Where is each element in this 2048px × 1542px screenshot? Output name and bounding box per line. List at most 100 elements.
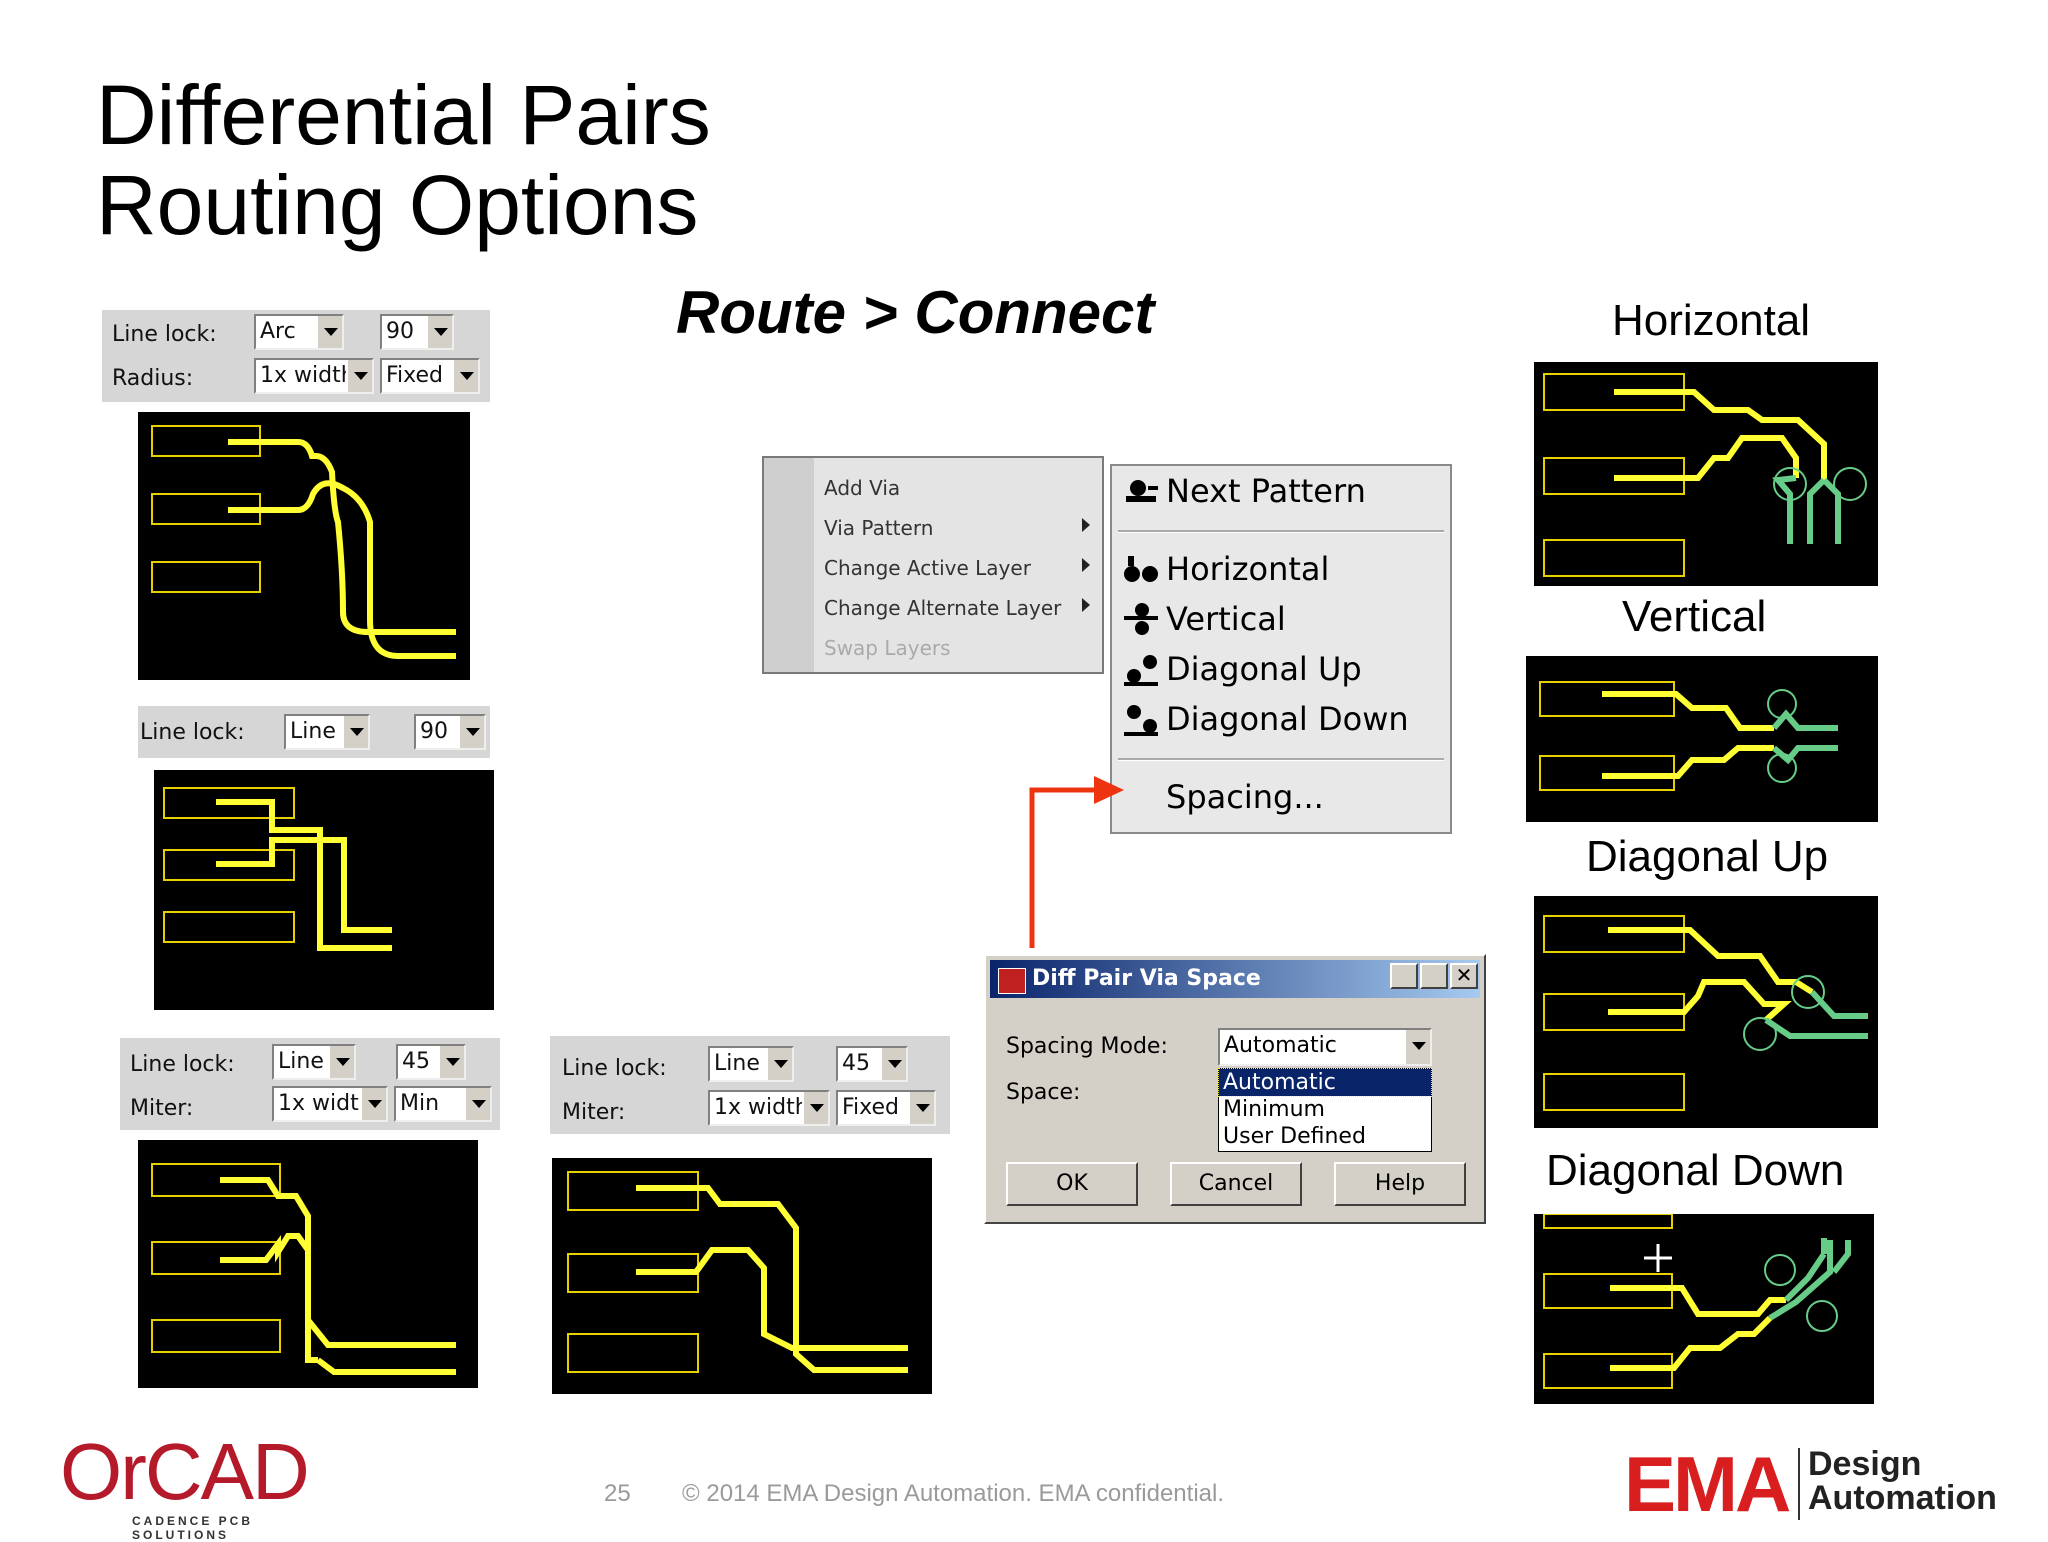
spacing-mode-select[interactable]: Automatic (1218, 1028, 1432, 1066)
chevron-down-icon[interactable] (328, 1046, 354, 1078)
via-pattern-submenu: Next Pattern Horizontal Vertical Diagona… (1110, 464, 1452, 834)
submenu-arrow-icon (1082, 598, 1090, 612)
next-pattern-icon (1122, 476, 1160, 512)
chevron-down-icon[interactable] (438, 1046, 464, 1078)
submenu-item-next-pattern[interactable]: Next Pattern (1166, 472, 1366, 510)
line-lock-select[interactable]: Line (284, 714, 370, 750)
option-automatic[interactable]: Automatic (1218, 1068, 1432, 1097)
pcb-view-line-45-min (138, 1140, 478, 1388)
chevron-down-icon[interactable] (464, 1088, 490, 1120)
vertical-pattern-icon (1122, 602, 1160, 638)
angle-select[interactable]: 45 (836, 1046, 908, 1082)
chevron-down-icon[interactable] (766, 1048, 792, 1080)
minimize-icon[interactable] (1390, 963, 1418, 989)
pattern-label-diagonal-up: Diagonal Up (1586, 832, 1829, 881)
menu-item-change-alternate-layer[interactable]: Change Alternate Layer (824, 596, 1062, 620)
chevron-down-icon[interactable] (346, 360, 372, 392)
menu-item-swap-layers: Swap Layers (824, 636, 951, 660)
ema-automation-text: Automation (1808, 1479, 1997, 1517)
chevron-down-icon[interactable] (802, 1092, 828, 1124)
ok-button[interactable]: OK (1006, 1162, 1138, 1206)
app-icon (998, 968, 1026, 994)
close-icon[interactable]: ✕ (1450, 963, 1478, 989)
toolbar-line-45-fixed: Line lock: Line 45 Miter: 1x width Fixed (550, 1036, 950, 1134)
horizontal-pattern-icon (1122, 552, 1160, 588)
submenu-item-horizontal[interactable]: Horizontal (1166, 550, 1330, 588)
chevron-down-icon[interactable] (908, 1092, 934, 1124)
miter-mode-select[interactable]: Min (394, 1086, 492, 1122)
ema-logo: EMA Design Automation (1624, 1444, 2028, 1524)
chevron-down-icon[interactable] (426, 316, 452, 348)
option-minimum[interactable]: Minimum (1223, 1097, 1325, 1122)
chevron-down-icon[interactable] (1404, 1030, 1430, 1064)
pattern-label-horizontal: Horizontal (1612, 296, 1811, 345)
space-label: Space: (1006, 1080, 1081, 1105)
toolbar-arc: Line lock: Arc 90 Radius: 1x width Fixed (102, 310, 490, 402)
dialog-title: Diff Pair Via Space (1032, 966, 1261, 991)
radius-mode-select[interactable]: Fixed (380, 358, 480, 394)
miter-select[interactable]: 1x width (272, 1086, 388, 1122)
line-lock-select[interactable]: Line (708, 1046, 794, 1082)
orcad-tagline: CADENCE PCB SOLUTIONS (132, 1514, 254, 1542)
menu-path-subtitle: Route > Connect (676, 279, 1155, 346)
line-lock-label: Line lock: (562, 1056, 667, 1081)
toolbar-line-45-min: Line lock: Line 45 Miter: 1x width Min (120, 1038, 500, 1130)
chevron-down-icon[interactable] (880, 1048, 906, 1080)
line-lock-label: Line lock: (130, 1052, 235, 1077)
slide-title: Differential Pairs Routing Options (96, 70, 711, 250)
chevron-down-icon[interactable] (360, 1088, 386, 1120)
page-number: 25 (604, 1480, 631, 1507)
chevron-down-icon[interactable] (458, 716, 484, 748)
pcb-view-line-90 (154, 770, 494, 1010)
title-line-1: Differential Pairs (96, 68, 711, 162)
angle-select[interactable]: 90 (380, 314, 454, 350)
help-button[interactable]: Help (1334, 1162, 1466, 1206)
radius-label: Radius: (112, 366, 194, 391)
ema-design-text: Design (1808, 1445, 1922, 1483)
pcb-view-horizontal (1534, 362, 1878, 586)
copyright-notice: © 2014 EMA Design Automation. EMA confid… (682, 1480, 1224, 1507)
diff-pair-via-space-dialog: Diff Pair Via Space ✕ Spacing Mode: Auto… (984, 954, 1486, 1224)
menu-item-via-pattern[interactable]: Via Pattern (824, 516, 934, 540)
pattern-label-diagonal-down: Diagonal Down (1546, 1146, 1845, 1195)
menu-separator (1118, 758, 1444, 761)
pcb-view-diagonal-up (1534, 896, 1878, 1128)
menu-item-add-via[interactable]: Add Via (824, 476, 901, 500)
submenu-item-diagonal-up[interactable]: Diagonal Up (1166, 650, 1362, 688)
pcb-view-line-45-fixed (552, 1158, 932, 1394)
cancel-button[interactable]: Cancel (1170, 1162, 1302, 1206)
chevron-down-icon[interactable] (316, 316, 342, 348)
miter-select[interactable]: 1x width (708, 1090, 830, 1126)
angle-select[interactable]: 90 (414, 714, 486, 750)
spacing-mode-dropdown-list: Automatic Minimum User Defined (1218, 1068, 1432, 1152)
maximize-icon[interactable] (1420, 963, 1448, 989)
chevron-down-icon[interactable] (342, 716, 368, 748)
title-line-2: Routing Options (96, 158, 699, 252)
orcad-logo: OrCAD CADENCE PCB SOLUTIONS (60, 1427, 350, 1542)
orcad-logo-text: OrCAD (60, 1427, 310, 1516)
spacing-mode-label: Spacing Mode: (1006, 1034, 1168, 1059)
submenu-item-spacing[interactable]: Spacing... (1166, 778, 1324, 816)
chevron-down-icon[interactable] (452, 360, 478, 392)
angle-select[interactable]: 45 (396, 1044, 466, 1080)
miter-mode-select[interactable]: Fixed (836, 1090, 936, 1126)
line-lock-select[interactable]: Line (272, 1044, 356, 1080)
diagonal-down-pattern-icon (1122, 702, 1160, 738)
option-user-defined[interactable]: User Defined (1223, 1124, 1366, 1149)
submenu-item-diagonal-down[interactable]: Diagonal Down (1166, 700, 1409, 738)
line-lock-label: Line lock: (140, 720, 245, 745)
pcb-view-diagonal-down (1534, 1214, 1874, 1404)
submenu-arrow-icon (1082, 518, 1090, 532)
pcb-view-arc (138, 412, 470, 680)
toolbar-line-90: Line lock: Line 90 (138, 706, 490, 758)
line-lock-select[interactable]: Arc (254, 314, 344, 350)
submenu-item-vertical[interactable]: Vertical (1166, 600, 1286, 638)
menu-separator (1118, 530, 1444, 533)
diagonal-up-pattern-icon (1122, 652, 1160, 688)
pattern-label-vertical: Vertical (1622, 592, 1767, 641)
menu-item-change-active-layer[interactable]: Change Active Layer (824, 556, 1031, 580)
pcb-view-vertical (1526, 656, 1878, 822)
red-pointer-arrow (1029, 776, 1124, 948)
miter-label: Miter: (130, 1096, 194, 1121)
radius-select[interactable]: 1x width (254, 358, 374, 394)
